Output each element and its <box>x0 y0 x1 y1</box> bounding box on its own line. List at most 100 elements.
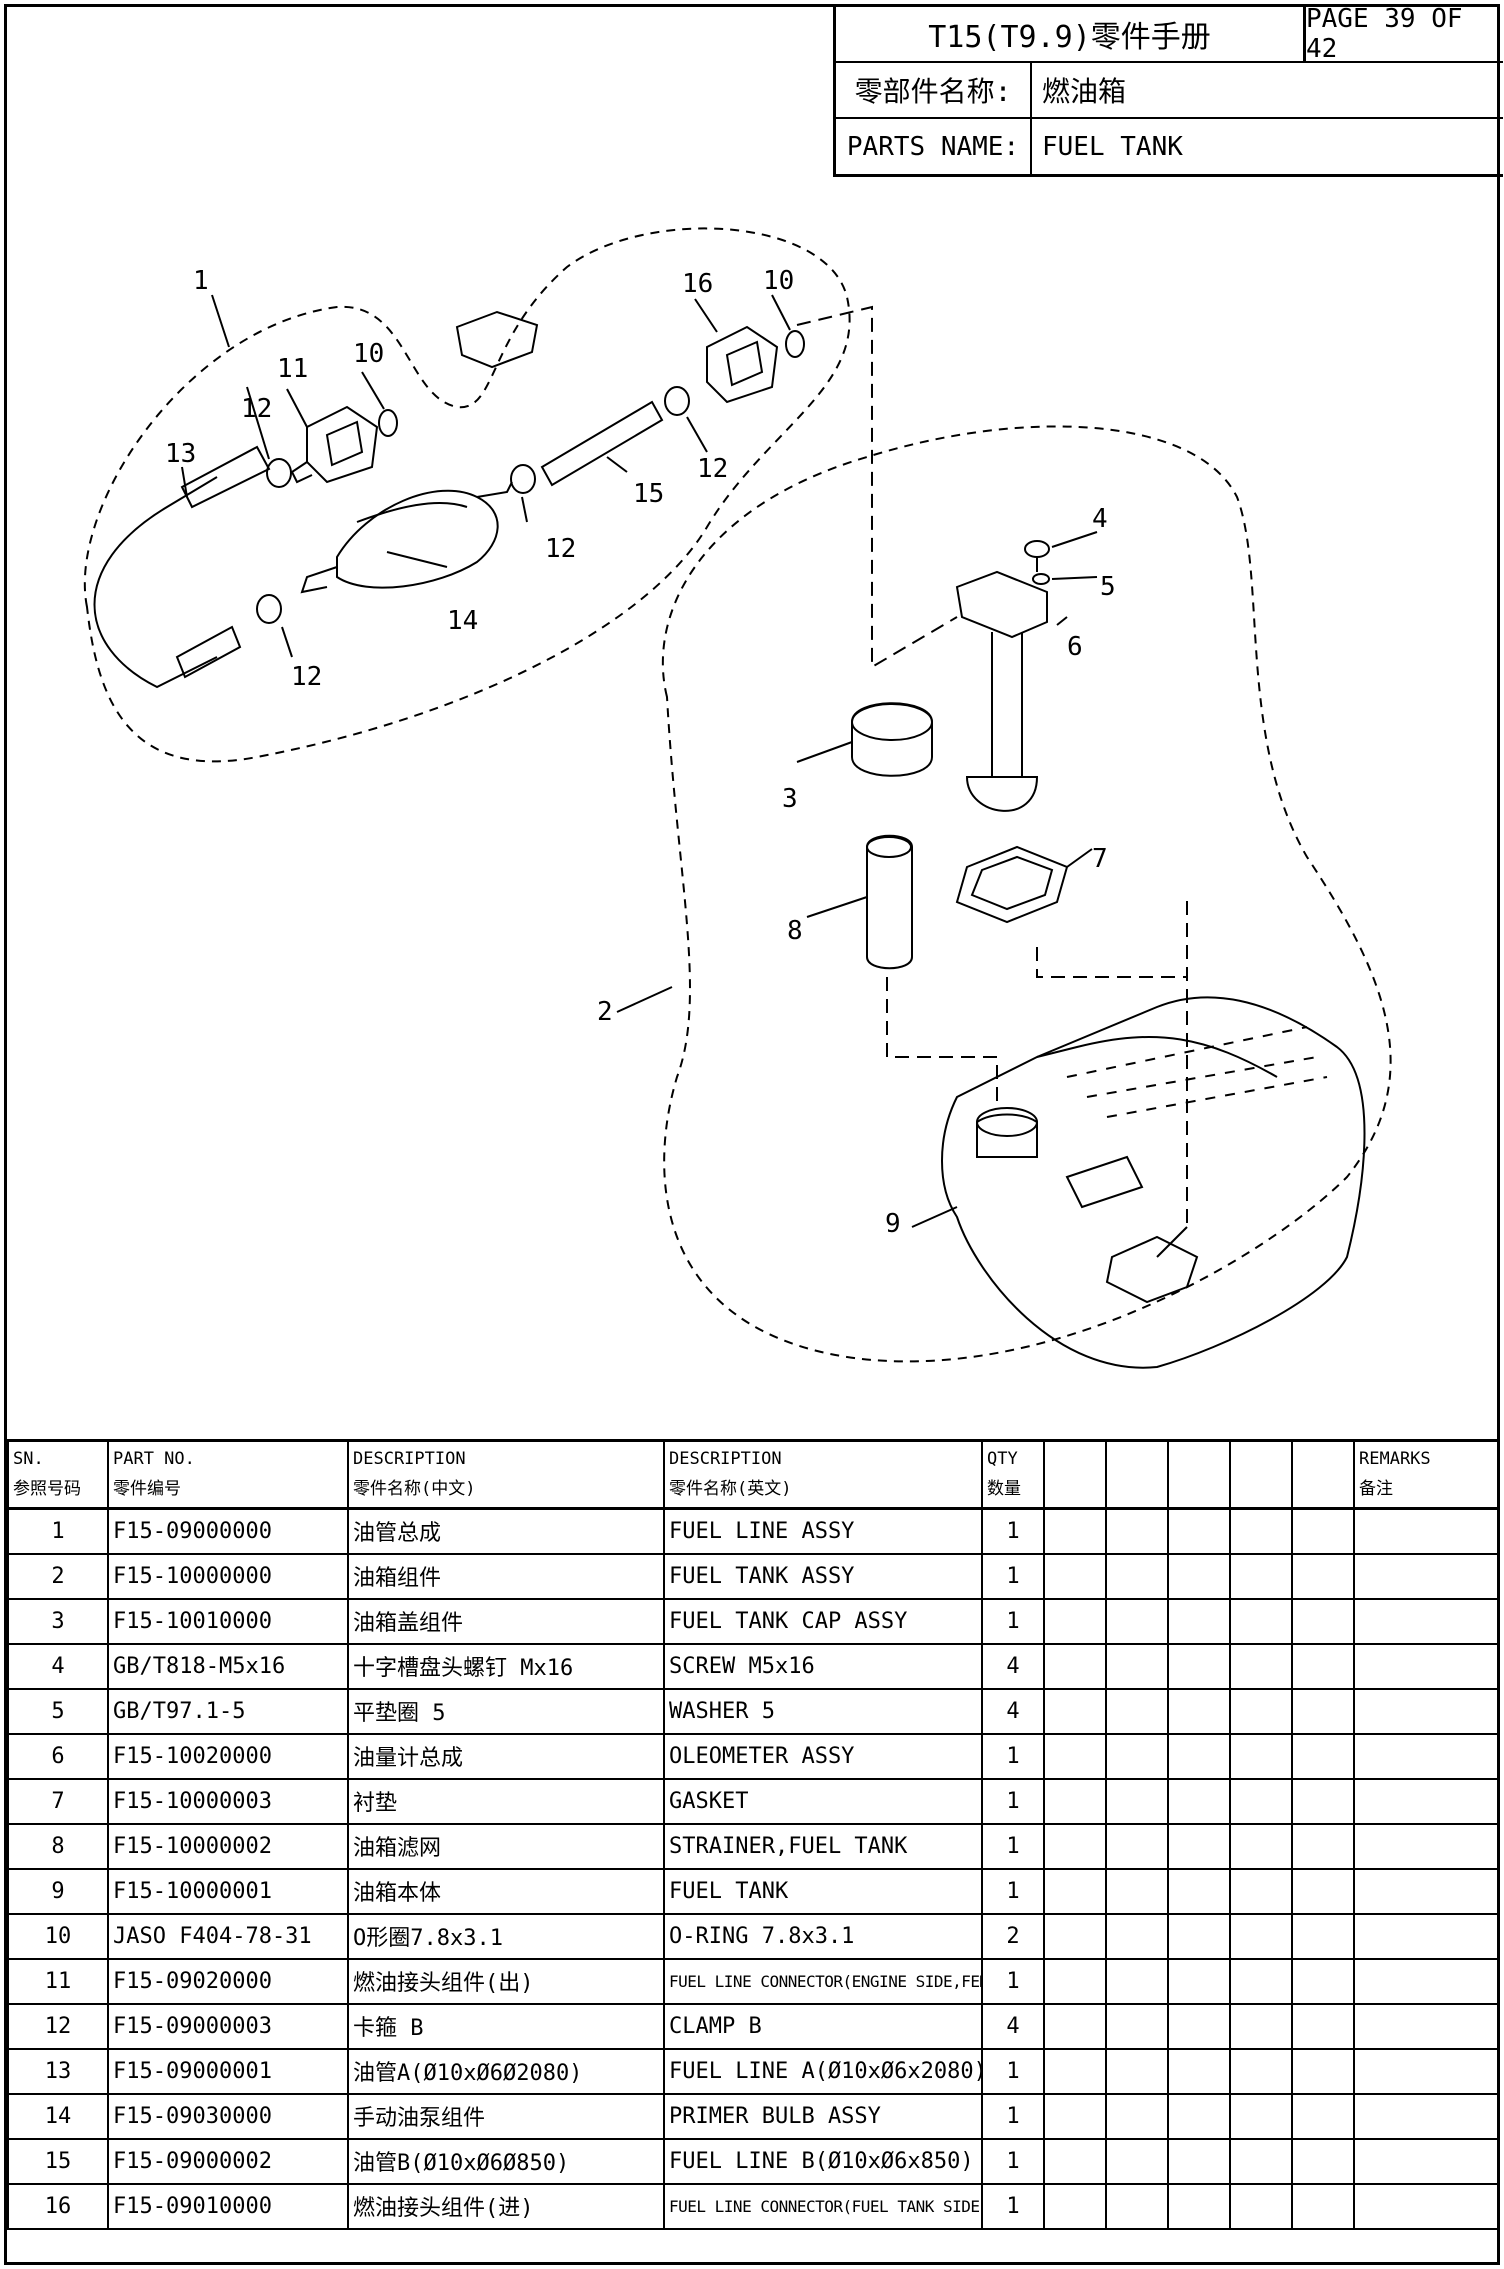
callout-12-mid: 12 <box>545 534 576 564</box>
row-name-cn: 卡箍 B <box>347 2002 665 2050</box>
row-blank <box>1291 1552 1355 1600</box>
callout-4: 4 <box>1092 504 1108 534</box>
row-blank <box>1291 1732 1355 1780</box>
row-blank <box>1229 2002 1293 2050</box>
row-name-cn: O形圈7.8x3.1 <box>347 1912 665 1960</box>
row-blank <box>1229 2137 1293 2185</box>
group-outline-fuel-line <box>83 227 851 763</box>
row-remarks <box>1353 2047 1499 2095</box>
row-blank <box>1167 2002 1231 2050</box>
row-remarks <box>1353 2182 1499 2230</box>
row-remarks <box>1353 1732 1499 1780</box>
row-part-no: JASO F404-78-31 <box>107 1912 349 1960</box>
row-blank <box>1043 1822 1107 1870</box>
row-name-cn: 油箱组件 <box>347 1552 665 1600</box>
row-sn: 11 <box>7 1957 109 2005</box>
row-sn: 10 <box>7 1912 109 1960</box>
row-qty: 2 <box>981 1912 1045 1960</box>
callout-13: 13 <box>165 439 196 469</box>
row-blank <box>1167 1687 1231 1735</box>
callout-15: 15 <box>633 479 664 509</box>
row-blank <box>1043 1687 1107 1735</box>
row-part-no: F15-09000002 <box>107 2137 349 2185</box>
header-blank <box>1043 1439 1107 1510</box>
cn-name-row: 零部件名称: 燃油箱 <box>836 63 1503 119</box>
row-blank <box>1043 2182 1107 2230</box>
row-blank <box>1105 1507 1169 1555</box>
fuel-line-b <box>540 400 664 487</box>
callout-1: 1 <box>193 266 209 296</box>
row-name-en: STRAINER,FUEL TANK <box>663 1822 983 1870</box>
row-blank <box>1043 2092 1107 2140</box>
header-sn: SN.参照号码 <box>7 1439 109 1510</box>
row-blank <box>1043 1867 1107 1915</box>
row-remarks <box>1353 1822 1499 1870</box>
oleometer <box>955 570 1048 639</box>
row-sn: 12 <box>7 2002 109 2050</box>
row-part-no: F15-10000002 <box>107 1822 349 1870</box>
fuel-line-a <box>93 476 218 689</box>
document-title: T15(T9.9)零件手册 <box>836 7 1306 61</box>
callout-3: 3 <box>782 784 798 814</box>
row-blank <box>1043 1732 1107 1780</box>
row-blank <box>1167 1507 1231 1555</box>
connector-engine-side <box>306 405 379 484</box>
diagram-svg: 1 2 3 4 5 6 7 8 9 10 10 11 12 12 12 12 1… <box>83 227 1392 1369</box>
row-blank <box>1291 1957 1355 2005</box>
row-blank <box>1167 1912 1231 1960</box>
row-part-no: F15-09030000 <box>107 2092 349 2140</box>
row-name-cn: 衬垫 <box>347 1777 665 1825</box>
en-name-row: PARTS NAME: FUEL TANK <box>836 119 1503 174</box>
callout-6: 6 <box>1067 632 1083 662</box>
fuel-tank-body <box>941 996 1366 1369</box>
row-sn: 3 <box>7 1597 109 1645</box>
callout-16: 16 <box>682 269 713 299</box>
row-name-en: WASHER 5 <box>663 1687 983 1735</box>
row-qty: 1 <box>981 1867 1045 1915</box>
row-qty: 4 <box>981 2002 1045 2050</box>
row-name-en: SCREW M5x16 <box>663 1642 983 1690</box>
primer-bulb <box>336 489 499 589</box>
row-blank <box>1167 1597 1231 1645</box>
row-sn: 2 <box>7 1552 109 1600</box>
en-name-value: FUEL TANK <box>1042 131 1183 162</box>
row-blank <box>1167 1822 1231 1870</box>
callout-5: 5 <box>1100 572 1116 602</box>
row-blank <box>1167 1642 1231 1690</box>
row-blank <box>1105 2092 1169 2140</box>
callout-10-right: 10 <box>763 266 794 296</box>
row-blank <box>1291 2137 1355 2185</box>
row-name-en: OLEOMETER ASSY <box>663 1732 983 1780</box>
row-qty: 1 <box>981 1822 1045 1870</box>
header-blank <box>1229 1439 1293 1510</box>
connector-tank-side <box>706 325 779 404</box>
row-name-en: FUEL LINE B(Ø10xØ6x850) <box>663 2137 983 2185</box>
title-block: T15(T9.9)零件手册 PAGE 39 OF 42 零部件名称: 燃油箱 P… <box>833 4 1503 177</box>
row-blank <box>1105 2182 1169 2230</box>
row-name-en: FUEL LINE A(Ø10xØ6x2080) <box>663 2047 983 2095</box>
row-name-cn: 平垫圈 5 <box>347 1687 665 1735</box>
row-sn: 16 <box>7 2182 109 2230</box>
row-blank <box>1229 1732 1293 1780</box>
row-blank <box>1291 1687 1355 1735</box>
row-blank <box>1291 2047 1355 2095</box>
row-name-en: FUEL TANK ASSY <box>663 1552 983 1600</box>
row-name-en: PRIMER BULB ASSY <box>663 2092 983 2140</box>
callout-2: 2 <box>597 997 613 1027</box>
row-blank <box>1105 2047 1169 2095</box>
row-blank <box>1105 1552 1169 1600</box>
row-qty: 1 <box>981 2047 1045 2095</box>
row-qty: 1 <box>981 1552 1045 1600</box>
row-blank <box>1105 1687 1169 1735</box>
row-remarks <box>1353 1642 1499 1690</box>
row-blank <box>1043 1552 1107 1600</box>
row-blank <box>1167 2182 1231 2230</box>
row-name-cn: 油箱滤网 <box>347 1822 665 1870</box>
